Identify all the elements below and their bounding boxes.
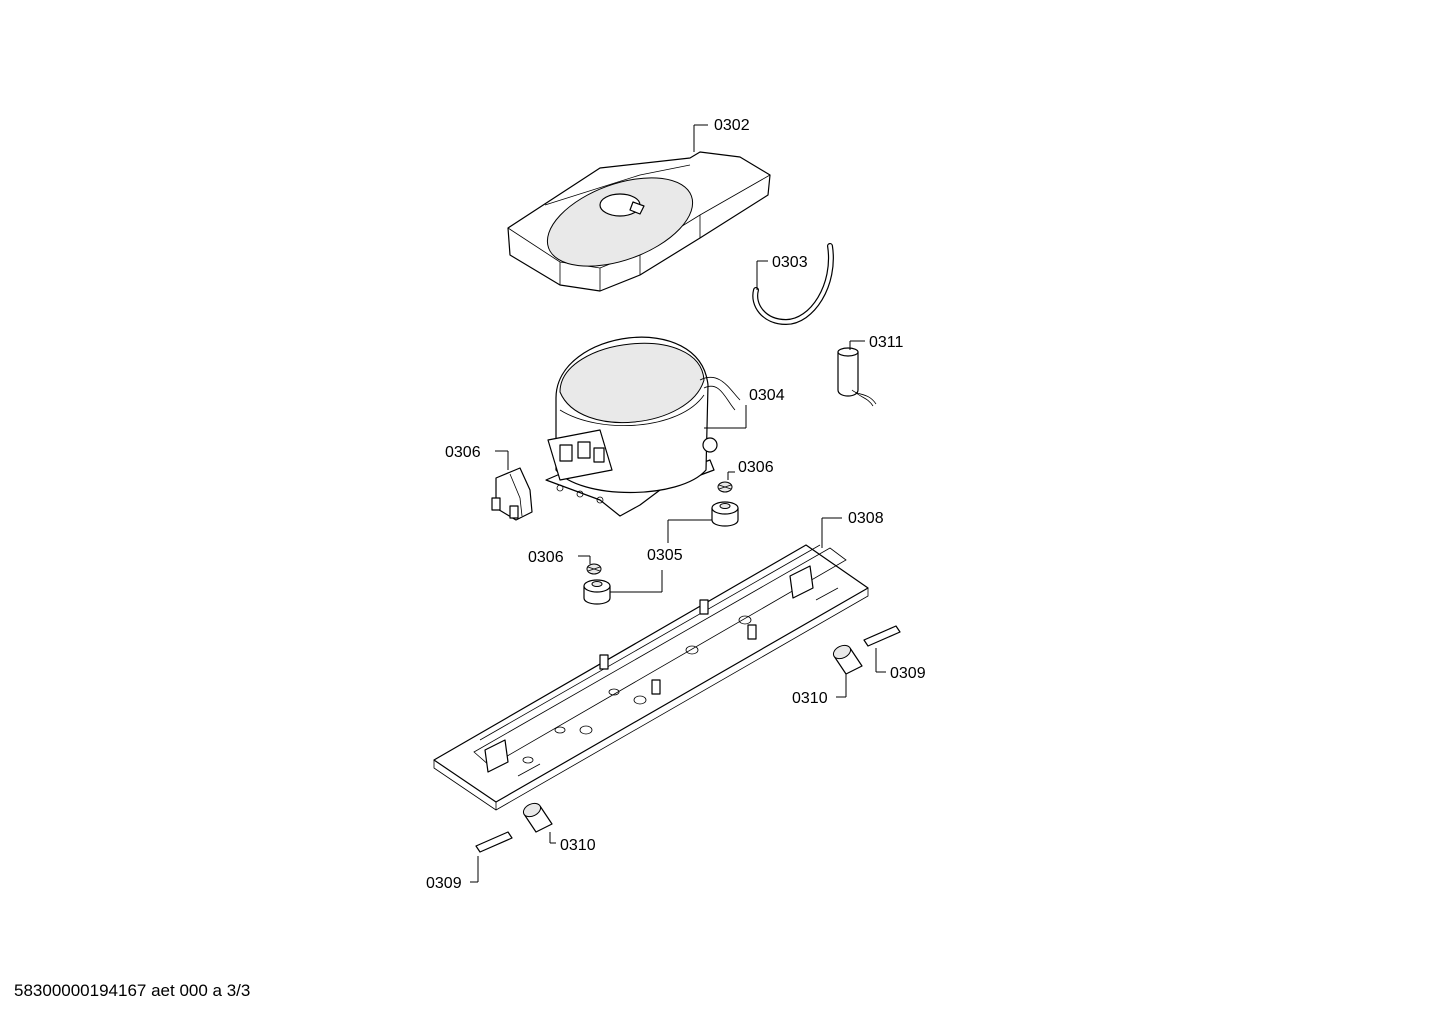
drip-tray-icon[interactable] <box>507 151 771 292</box>
callout-0309-left: 0309 <box>426 875 462 892</box>
callout-0310-right: 0310 <box>792 690 828 707</box>
callout-0304: 0304 <box>749 387 785 404</box>
roller-icon[interactable] <box>831 643 863 675</box>
callout-0306-left: 0306 <box>528 549 564 566</box>
callout-0302: 0302 <box>714 117 750 134</box>
document-code: 58300000194167 aet 000 a 3/3 <box>14 981 251 1000</box>
rubber-grommet-icon[interactable] <box>583 579 611 605</box>
rubber-grommet-icon[interactable] <box>711 501 739 527</box>
callout-0306-top: 0306 <box>738 459 774 476</box>
sleeve-icon[interactable] <box>586 563 602 575</box>
sleeve-icon[interactable] <box>717 481 733 493</box>
capacitor-icon[interactable] <box>837 347 877 407</box>
tube-icon[interactable] <box>752 243 834 326</box>
compressor-icon[interactable] <box>545 336 741 517</box>
callout-0310-left: 0310 <box>560 837 596 854</box>
callout-0307: 0306 <box>445 444 481 461</box>
roller-icon[interactable] <box>521 801 553 833</box>
callout-0305: 0305 <box>647 547 683 564</box>
pin-icon[interactable] <box>863 625 901 647</box>
mounting-plate-icon[interactable] <box>433 544 869 811</box>
callout-0308: 0308 <box>848 510 884 527</box>
callout-0309-right: 0309 <box>890 665 926 682</box>
start-relay-icon[interactable] <box>491 467 533 521</box>
callout-0311: 0311 <box>869 334 904 351</box>
callout-0303: 0303 <box>772 254 808 271</box>
pin-icon[interactable] <box>475 831 513 853</box>
